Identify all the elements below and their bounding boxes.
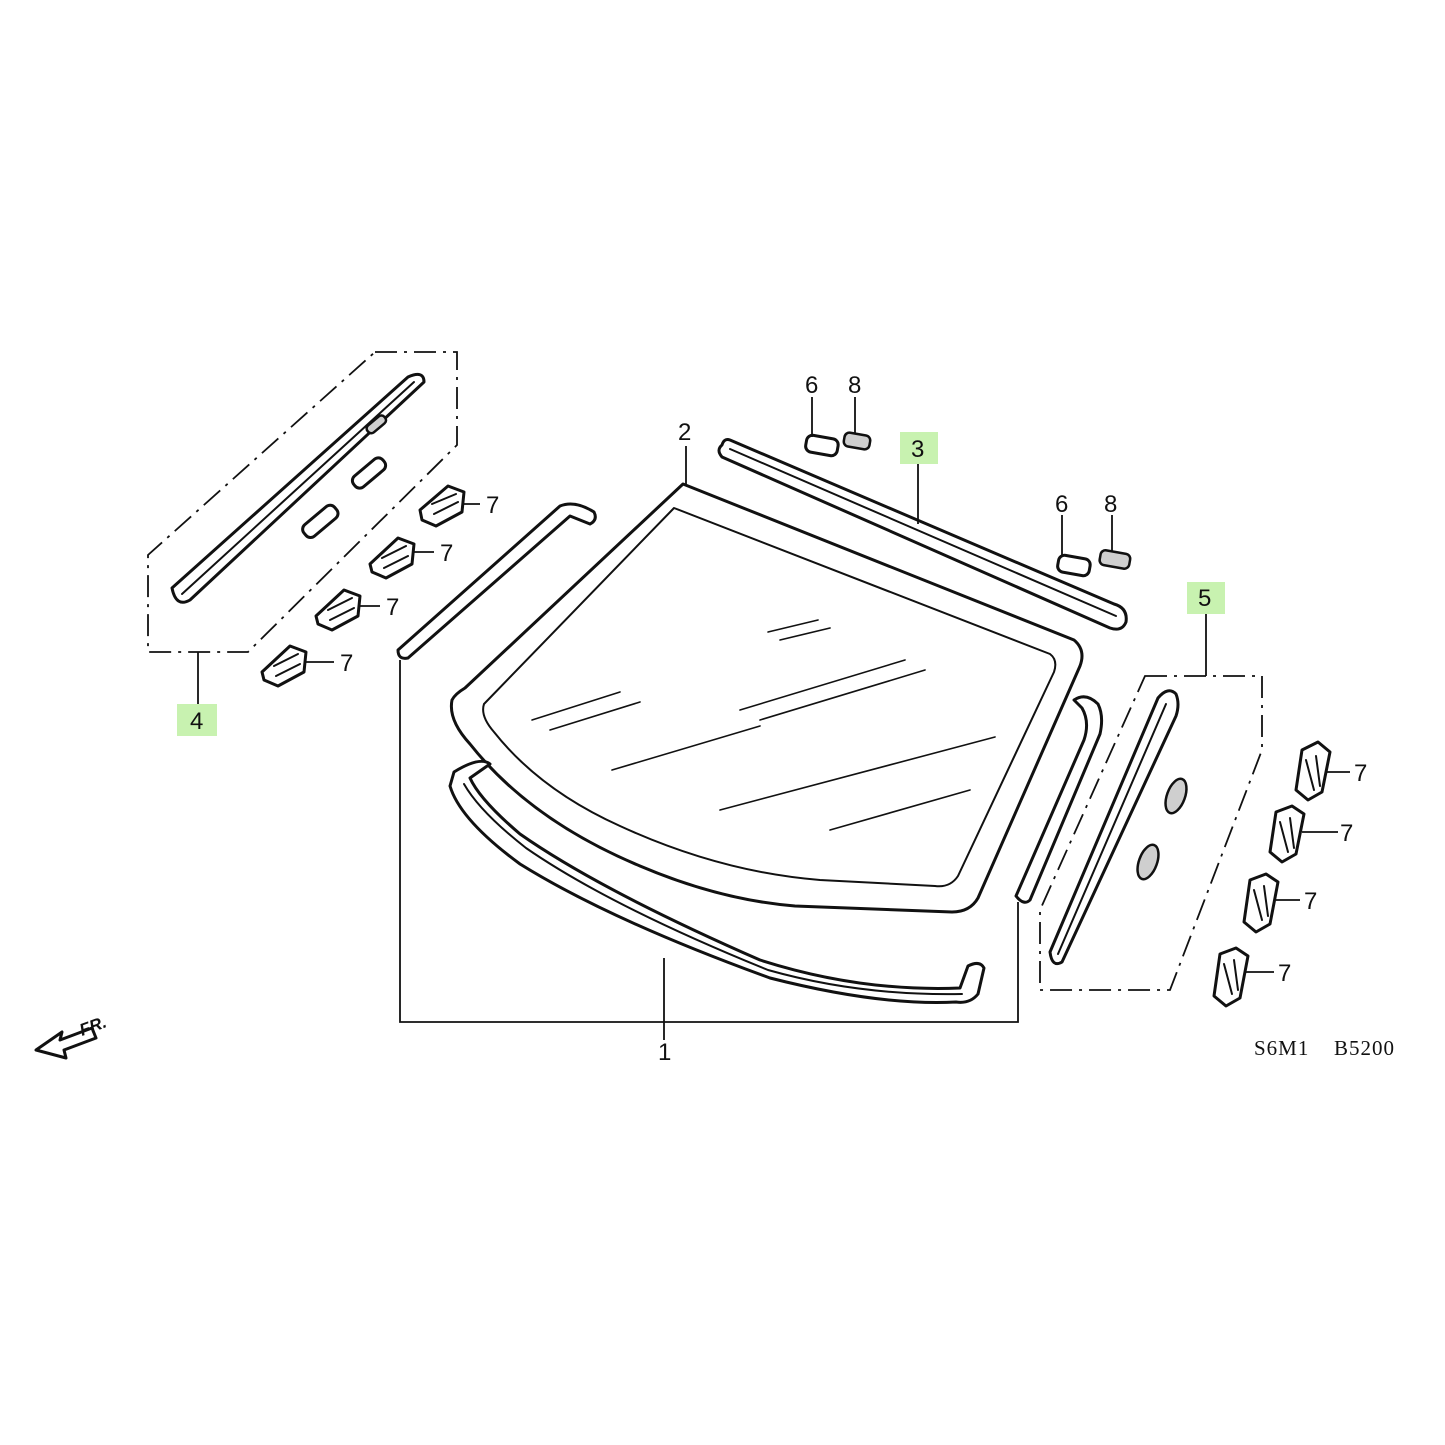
diagram-code-right: B5200 xyxy=(1334,1036,1395,1060)
seal-right xyxy=(1014,695,1104,904)
callout-8-upper: 8 xyxy=(848,372,861,399)
molding-slot-left-1 xyxy=(301,503,340,540)
right-molding-group xyxy=(1039,614,1263,991)
seal-set xyxy=(396,502,1104,1040)
front-arrow-label: FR. xyxy=(77,1013,109,1040)
clip-7-right-3 xyxy=(1242,872,1300,934)
callout-7-left-3: 7 xyxy=(386,594,399,621)
seal-bottom xyxy=(448,759,986,1004)
callout-3-highlight xyxy=(900,432,938,464)
clip-7-right-1 xyxy=(1294,740,1350,802)
callout-6-lower: 6 xyxy=(1055,491,1068,518)
callout-3: 3 xyxy=(911,436,924,463)
callout-2: 2 xyxy=(678,419,691,446)
top-molding xyxy=(717,438,1128,631)
callout-7-left-1: 7 xyxy=(486,492,499,519)
front-arrow-icon xyxy=(34,1026,98,1060)
clip-7-right-4 xyxy=(1212,946,1274,1008)
fastener-8-upper xyxy=(842,431,872,451)
callout-1: 1 xyxy=(658,1039,671,1066)
callout-8-lower: 8 xyxy=(1104,491,1117,518)
group-4-outline xyxy=(147,351,458,653)
molding-slot-left-3 xyxy=(365,414,388,435)
callout-7-right-4: 7 xyxy=(1278,960,1291,987)
clip-7-left-1 xyxy=(418,484,480,528)
diagram-codes: S6M1 B5200 xyxy=(1254,1036,1395,1060)
clip-7-left-3 xyxy=(314,588,380,632)
clip-7-right-2 xyxy=(1268,804,1338,864)
side-molding-right xyxy=(1048,689,1180,966)
fastener-6-upper xyxy=(804,433,840,458)
front-direction-arrow: FR. xyxy=(34,1013,109,1060)
callout-7-left-2: 7 xyxy=(440,540,453,567)
callout-4: 4 xyxy=(190,708,203,735)
callout-5-highlight xyxy=(1187,582,1225,614)
windshield-inner-edge xyxy=(482,507,1057,888)
group-5-outline xyxy=(1039,675,1263,991)
callout-labels: 1 2 3 4 5 6 8 6 8 7 7 7 7 7 7 7 7 xyxy=(177,372,1367,1066)
seal-left-upper xyxy=(396,502,597,660)
callout-7-left-4: 7 xyxy=(340,650,353,677)
callout-7-right-3: 7 xyxy=(1304,888,1317,915)
fastener-6-lower xyxy=(1056,553,1092,578)
callout-4-highlight xyxy=(177,704,217,736)
left-clips xyxy=(260,484,480,688)
callout-6-upper: 6 xyxy=(805,372,818,399)
diagram-code-left: S6M1 xyxy=(1254,1036,1309,1060)
right-clips xyxy=(1212,740,1350,1008)
fastener-8-lower xyxy=(1098,549,1132,570)
molding-slot-right-1 xyxy=(1164,777,1188,815)
windshield-outer-edge xyxy=(449,482,1084,914)
callout-7-right-2: 7 xyxy=(1340,820,1353,847)
windshield-glass xyxy=(449,446,1084,914)
callout-7-right-1: 7 xyxy=(1354,760,1367,787)
clip-7-left-4 xyxy=(260,644,334,688)
clip-7-left-2 xyxy=(368,536,434,580)
left-molding-group xyxy=(147,351,458,706)
molding-slot-left-2 xyxy=(350,456,388,490)
callout-5: 5 xyxy=(1198,585,1211,612)
fasteners-top xyxy=(804,397,1132,578)
molding-slot-right-2 xyxy=(1136,843,1160,881)
